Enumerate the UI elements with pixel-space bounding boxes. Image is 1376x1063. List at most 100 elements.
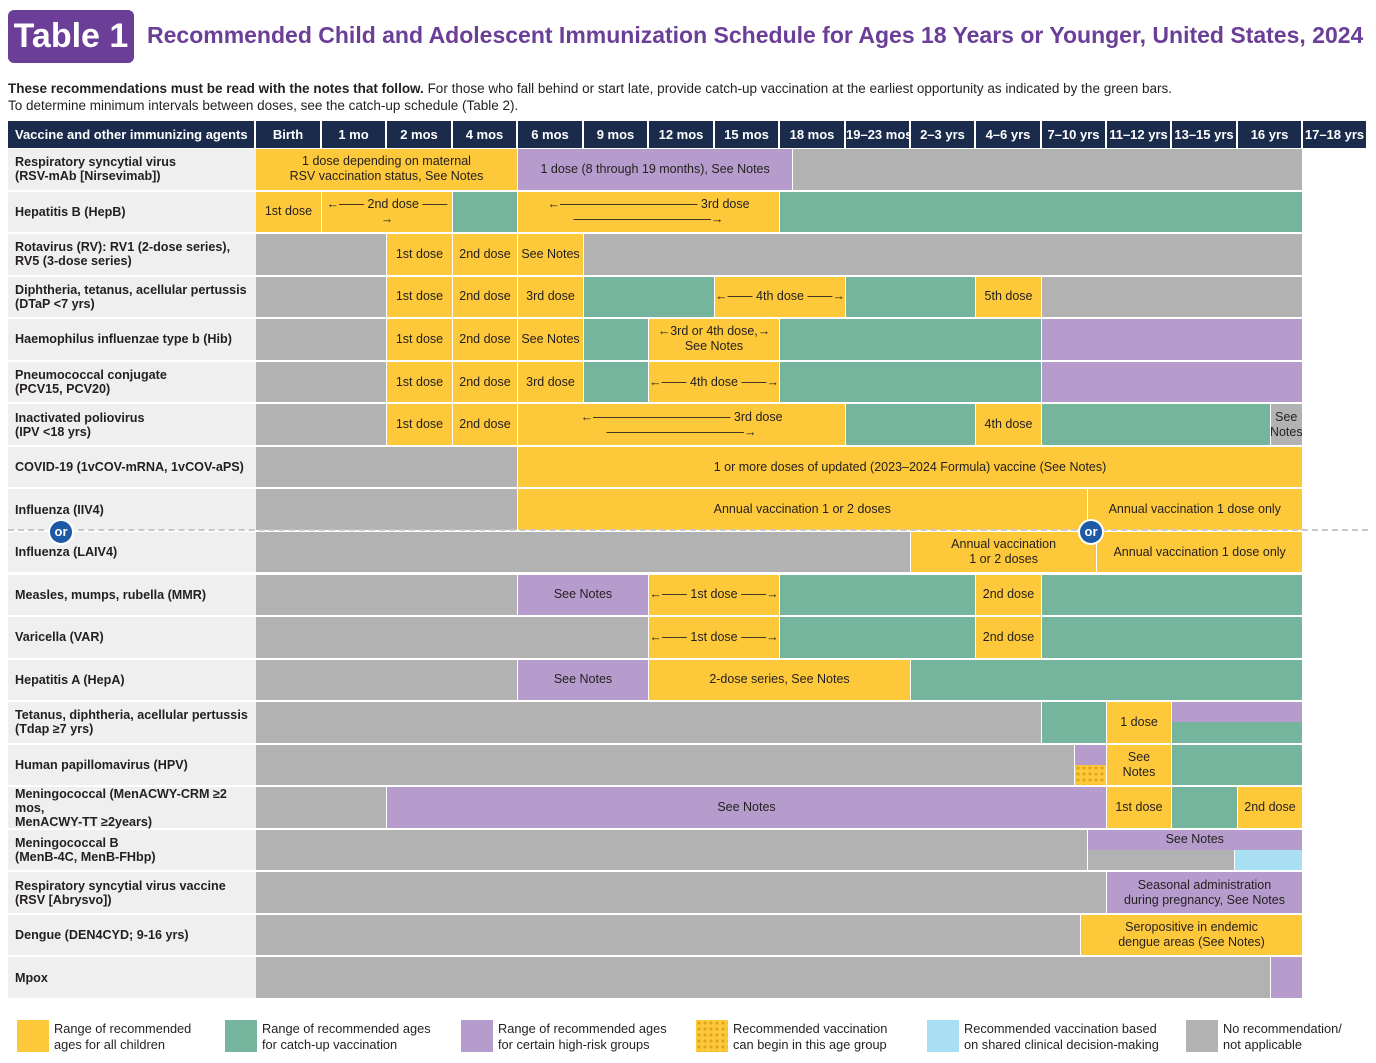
schedule-cell <box>1172 744 1302 786</box>
legend-swatch <box>461 1020 493 1052</box>
schedule-cell: See Notes <box>1087 829 1302 851</box>
schedule-cell: Annual vaccination 1 or 2 doses <box>911 531 1097 573</box>
column-header: 16 yrs <box>1238 121 1303 148</box>
vaccine-label: Human papillomavirus (HPV) <box>8 744 256 786</box>
table-badge: Table 1 <box>8 10 134 63</box>
influenza-separator <box>8 529 1368 531</box>
schedule-cell: 1st dose <box>387 319 452 360</box>
schedule-cell <box>1074 744 1106 765</box>
page-title: Recommended Child and Adolescent Immuniz… <box>147 22 1364 48</box>
schedule-cell <box>1074 764 1106 786</box>
schedule-cell: 1 dose depending on maternal RSV vaccina… <box>256 149 517 190</box>
vaccine-label: Measles, mumps, rubella (MMR) <box>8 574 256 616</box>
schedule-cell <box>256 617 648 658</box>
schedule-cell: 2nd dose <box>453 276 517 318</box>
schedule-cell: Annual vaccination 1 or 2 doses <box>518 489 1087 530</box>
legend-swatch <box>696 1020 728 1052</box>
schedule-cell <box>1042 702 1106 743</box>
schedule-cell: ←3rd or 4th dose,→ See Notes <box>649 319 779 360</box>
vaccine-label: Rotavirus (RV): RV1 (2-dose series), RV5… <box>8 234 256 275</box>
schedule-cell <box>846 404 975 445</box>
vaccine-label: Dengue (DEN4CYD; 9-16 yrs) <box>8 914 256 956</box>
schedule-cell <box>256 702 1041 743</box>
vaccine-label: Pneumococcal conjugate (PCV15, PCV20) <box>8 361 256 403</box>
vaccine-label: Influenza (LAIV4) <box>8 531 256 573</box>
schedule-cell <box>256 744 1074 786</box>
vaccine-label: Inactivated poliovirus (IPV <18 yrs) <box>8 404 256 445</box>
or-marker: or <box>48 519 74 545</box>
schedule-cell: See Notes <box>518 659 648 701</box>
schedule-cell: Seropositive in endemic dengue areas (Se… <box>1081 914 1302 956</box>
schedule-cell <box>256 234 386 275</box>
vaccine-label: Respiratory syncytial virus (RSV-mAb [Ni… <box>8 149 256 190</box>
vaccine-label: Diphtheria, tetanus, acellular pertussis… <box>8 276 256 318</box>
column-header: Birth <box>256 121 322 148</box>
legend-swatch <box>1186 1020 1218 1052</box>
legend-swatch <box>225 1020 257 1052</box>
vaccine-label: Hepatitis A (HepA) <box>8 659 256 701</box>
schedule-cell: See Notes <box>1107 744 1171 786</box>
schedule-cell <box>256 787 386 828</box>
column-header: 4 mos <box>453 121 518 148</box>
schedule-cell <box>1042 319 1302 360</box>
column-header: 9 mos <box>584 121 649 148</box>
schedule-cell: 1 dose <box>1107 702 1171 743</box>
column-header: 12 mos <box>649 121 715 148</box>
schedule-cell: ←——————————— 3rd dose ———————————→ <box>518 191 779 233</box>
schedule-cell: 2nd dose <box>453 361 517 403</box>
schedule-cell: ←——————————— 3rd dose ———————————→ <box>518 404 845 445</box>
column-header: 15 mos <box>715 121 780 148</box>
schedule-cell: 2nd dose <box>453 404 517 445</box>
column-header: 19–23 mos <box>846 121 911 148</box>
column-header: 13–15 yrs <box>1172 121 1238 148</box>
intro-line2: To determine minimum intervals between d… <box>8 98 519 113</box>
vaccine-label: Meningococcal B (MenB-4C, MenB-FHbp) <box>8 829 256 871</box>
schedule-cell: Annual vaccination 1 dose only <box>1097 531 1302 573</box>
legend-label: Range of recommended ages for catch-up v… <box>262 1021 431 1052</box>
schedule-cell <box>256 872 1106 913</box>
schedule-cell <box>1087 850 1234 871</box>
schedule-cell <box>256 319 386 360</box>
schedule-cell <box>256 659 517 701</box>
schedule-cell: 2nd dose <box>453 319 517 360</box>
schedule-cell <box>453 191 517 233</box>
schedule-cell <box>780 361 1041 403</box>
vaccine-label: COVID-19 (1vCOV-mRNA, 1vCOV-aPS) <box>8 446 256 488</box>
intro-rest: For those who fall behind or start late,… <box>423 81 1172 96</box>
schedule-cell: See Notes <box>387 787 1106 828</box>
schedule-cell <box>256 829 1087 871</box>
schedule-cell: 1st dose <box>387 234 452 275</box>
schedule-cell <box>1042 404 1270 445</box>
legend-label: Range of recommended ages for all childr… <box>54 1021 192 1052</box>
schedule-cell: Annual vaccination 1 dose only <box>1087 489 1302 530</box>
schedule-cell: ←—— 1st dose ——→ <box>649 617 779 658</box>
column-header: 17–18 yrs <box>1303 121 1368 148</box>
schedule-cell <box>780 574 975 616</box>
vaccine-label: Mpox <box>8 957 256 998</box>
vaccine-label: Meningococcal (MenACWY-CRM ≥2 mos, MenAC… <box>8 787 256 828</box>
schedule-cell: 2nd dose <box>976 617 1041 658</box>
schedule-cell: ←—— 4th dose ——→ <box>715 276 845 318</box>
schedule-cell: 2nd dose <box>976 574 1041 616</box>
schedule-cell: 1st dose <box>1107 787 1171 828</box>
schedule-cell <box>256 361 386 403</box>
schedule-cell <box>1042 617 1302 658</box>
legend-swatch <box>927 1020 959 1052</box>
intro-bold: These recommendations must be read with … <box>8 81 424 96</box>
column-header: 1 mo <box>322 121 387 148</box>
schedule-cell <box>780 319 1041 360</box>
schedule-cell <box>584 319 648 360</box>
or-marker: or <box>1078 519 1104 545</box>
schedule-cell: Seasonal administration during pregnancy… <box>1107 872 1302 913</box>
legend-label: Recommended vaccination based on shared … <box>964 1021 1159 1052</box>
schedule-cell <box>256 574 517 616</box>
vaccine-label: Influenza (IIV4) <box>8 489 256 530</box>
schedule-cell: 1st dose <box>387 404 452 445</box>
column-header: 7–10 yrs <box>1042 121 1107 148</box>
schedule-cell: 1st dose <box>256 191 321 233</box>
schedule-cell <box>780 617 975 658</box>
schedule-cell: 1st dose <box>387 276 452 318</box>
intro-text: These recommendations must be read with … <box>8 80 1368 114</box>
schedule-cell <box>256 531 910 573</box>
column-header: 2–3 yrs <box>911 121 976 148</box>
